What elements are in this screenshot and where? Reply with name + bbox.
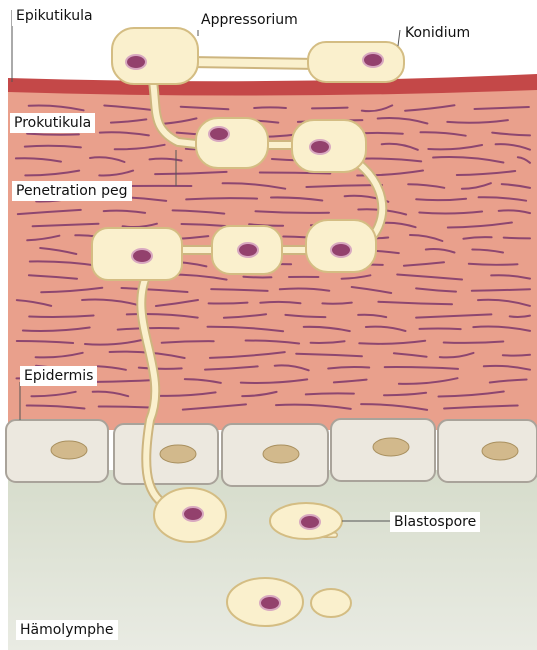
hyphal-cell [196,118,268,168]
procuticle-fiber [322,303,351,304]
procuticle-fiber [27,134,79,135]
epidermis-nucleus [263,445,299,463]
nucleus [310,140,330,154]
nucleus [183,507,203,521]
label-haemolymphe: Hämolymphe [16,620,118,640]
epidermis-layer [6,419,537,486]
label-appressorium: Appressorium [197,10,302,30]
nucleus [331,243,351,257]
epicuticle-layer [8,74,537,96]
label-prokutikula: Prokutikula [10,113,95,133]
nucleus [363,53,383,67]
procuticle-fiber [503,355,530,356]
nucleus [300,515,320,529]
nucleus [260,596,280,610]
label-blastospore: Blastospore [390,512,480,532]
nucleus [238,243,258,257]
nucleus [132,249,152,263]
nucleus [126,55,146,69]
procuticle-fiber [469,264,518,265]
procuticle-fiber [504,238,530,239]
nucleus [209,127,229,141]
label-penetration-peg: Penetration peg [12,181,132,201]
procuticle-fiber [312,108,348,109]
epidermis-nucleus [482,442,518,460]
epidermis-nucleus [51,441,87,459]
epidermis-nucleus [160,445,196,463]
procuticle-fiber [306,393,354,394]
procuticle-fiber [99,406,150,407]
appressorium-cell [112,28,198,84]
epidermis-nucleus [373,438,409,456]
budding-blastospore-bud [311,589,351,617]
conidium-cell [308,42,404,82]
label-konidium: Konidium [401,23,474,43]
procuticle-fiber [209,303,248,304]
procuticle-fiber [254,107,286,108]
procuticle-fiber [420,329,461,330]
label-epikutikula: Epikutikula [12,6,97,26]
procuticle-fiber [243,277,271,278]
label-epidermis: Epidermis [20,366,97,386]
